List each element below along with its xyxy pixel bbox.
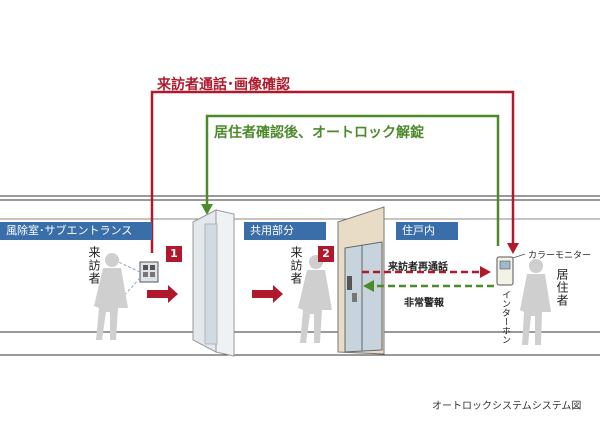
unlock-flow-line (205, 114, 500, 246)
intercom-label: インターホン (500, 290, 510, 344)
auto-door-panel (215, 209, 235, 357)
zone-windbreak: 風除室･サブエントランス (0, 222, 152, 240)
step1-arrow-icon (147, 285, 178, 303)
entrance-door-glass (344, 241, 383, 353)
resident-label: 居住者 (555, 268, 569, 307)
recall-arrowhead (480, 266, 491, 278)
auto-door-glass (204, 223, 218, 345)
color-monitor-label: カラーモニター (528, 251, 592, 261)
visitor-figure-2-icon (298, 255, 332, 343)
zone-dwelling: 住戸内 (396, 222, 458, 240)
alarm-arrowhead (363, 280, 374, 292)
recall-label: 来訪者再通話 (388, 262, 448, 273)
visitor-label-1: 来訪者 (87, 246, 101, 285)
diagram-caption: オートロックシステムシステム図 (432, 401, 582, 412)
step1-badge: 1 (166, 246, 182, 262)
resident-figure-icon (520, 259, 551, 345)
visitor-call-arrowhead (507, 243, 519, 254)
step2-badge: 2 (318, 246, 334, 262)
visitor-call-label: 来訪者通話･画像確認 (157, 77, 290, 93)
unlock-arrowhead (201, 204, 213, 215)
lobby-intercom-panel-icon (139, 261, 159, 283)
door-lock-icon (347, 276, 352, 290)
visitor-label-2: 来訪者 (289, 246, 303, 285)
visitor-call-flow-line (150, 90, 515, 253)
color-monitor-screen-icon (499, 260, 511, 270)
door-handle-icon (352, 293, 357, 302)
zone-common: 共用部分 (244, 222, 326, 240)
step2-arrow-icon (252, 285, 283, 303)
unlock-label: 居住者確認後、オートロック解錠 (214, 125, 424, 141)
alarm-label: 非常警報 (404, 298, 444, 309)
visitor-figure-1-icon (94, 253, 128, 340)
